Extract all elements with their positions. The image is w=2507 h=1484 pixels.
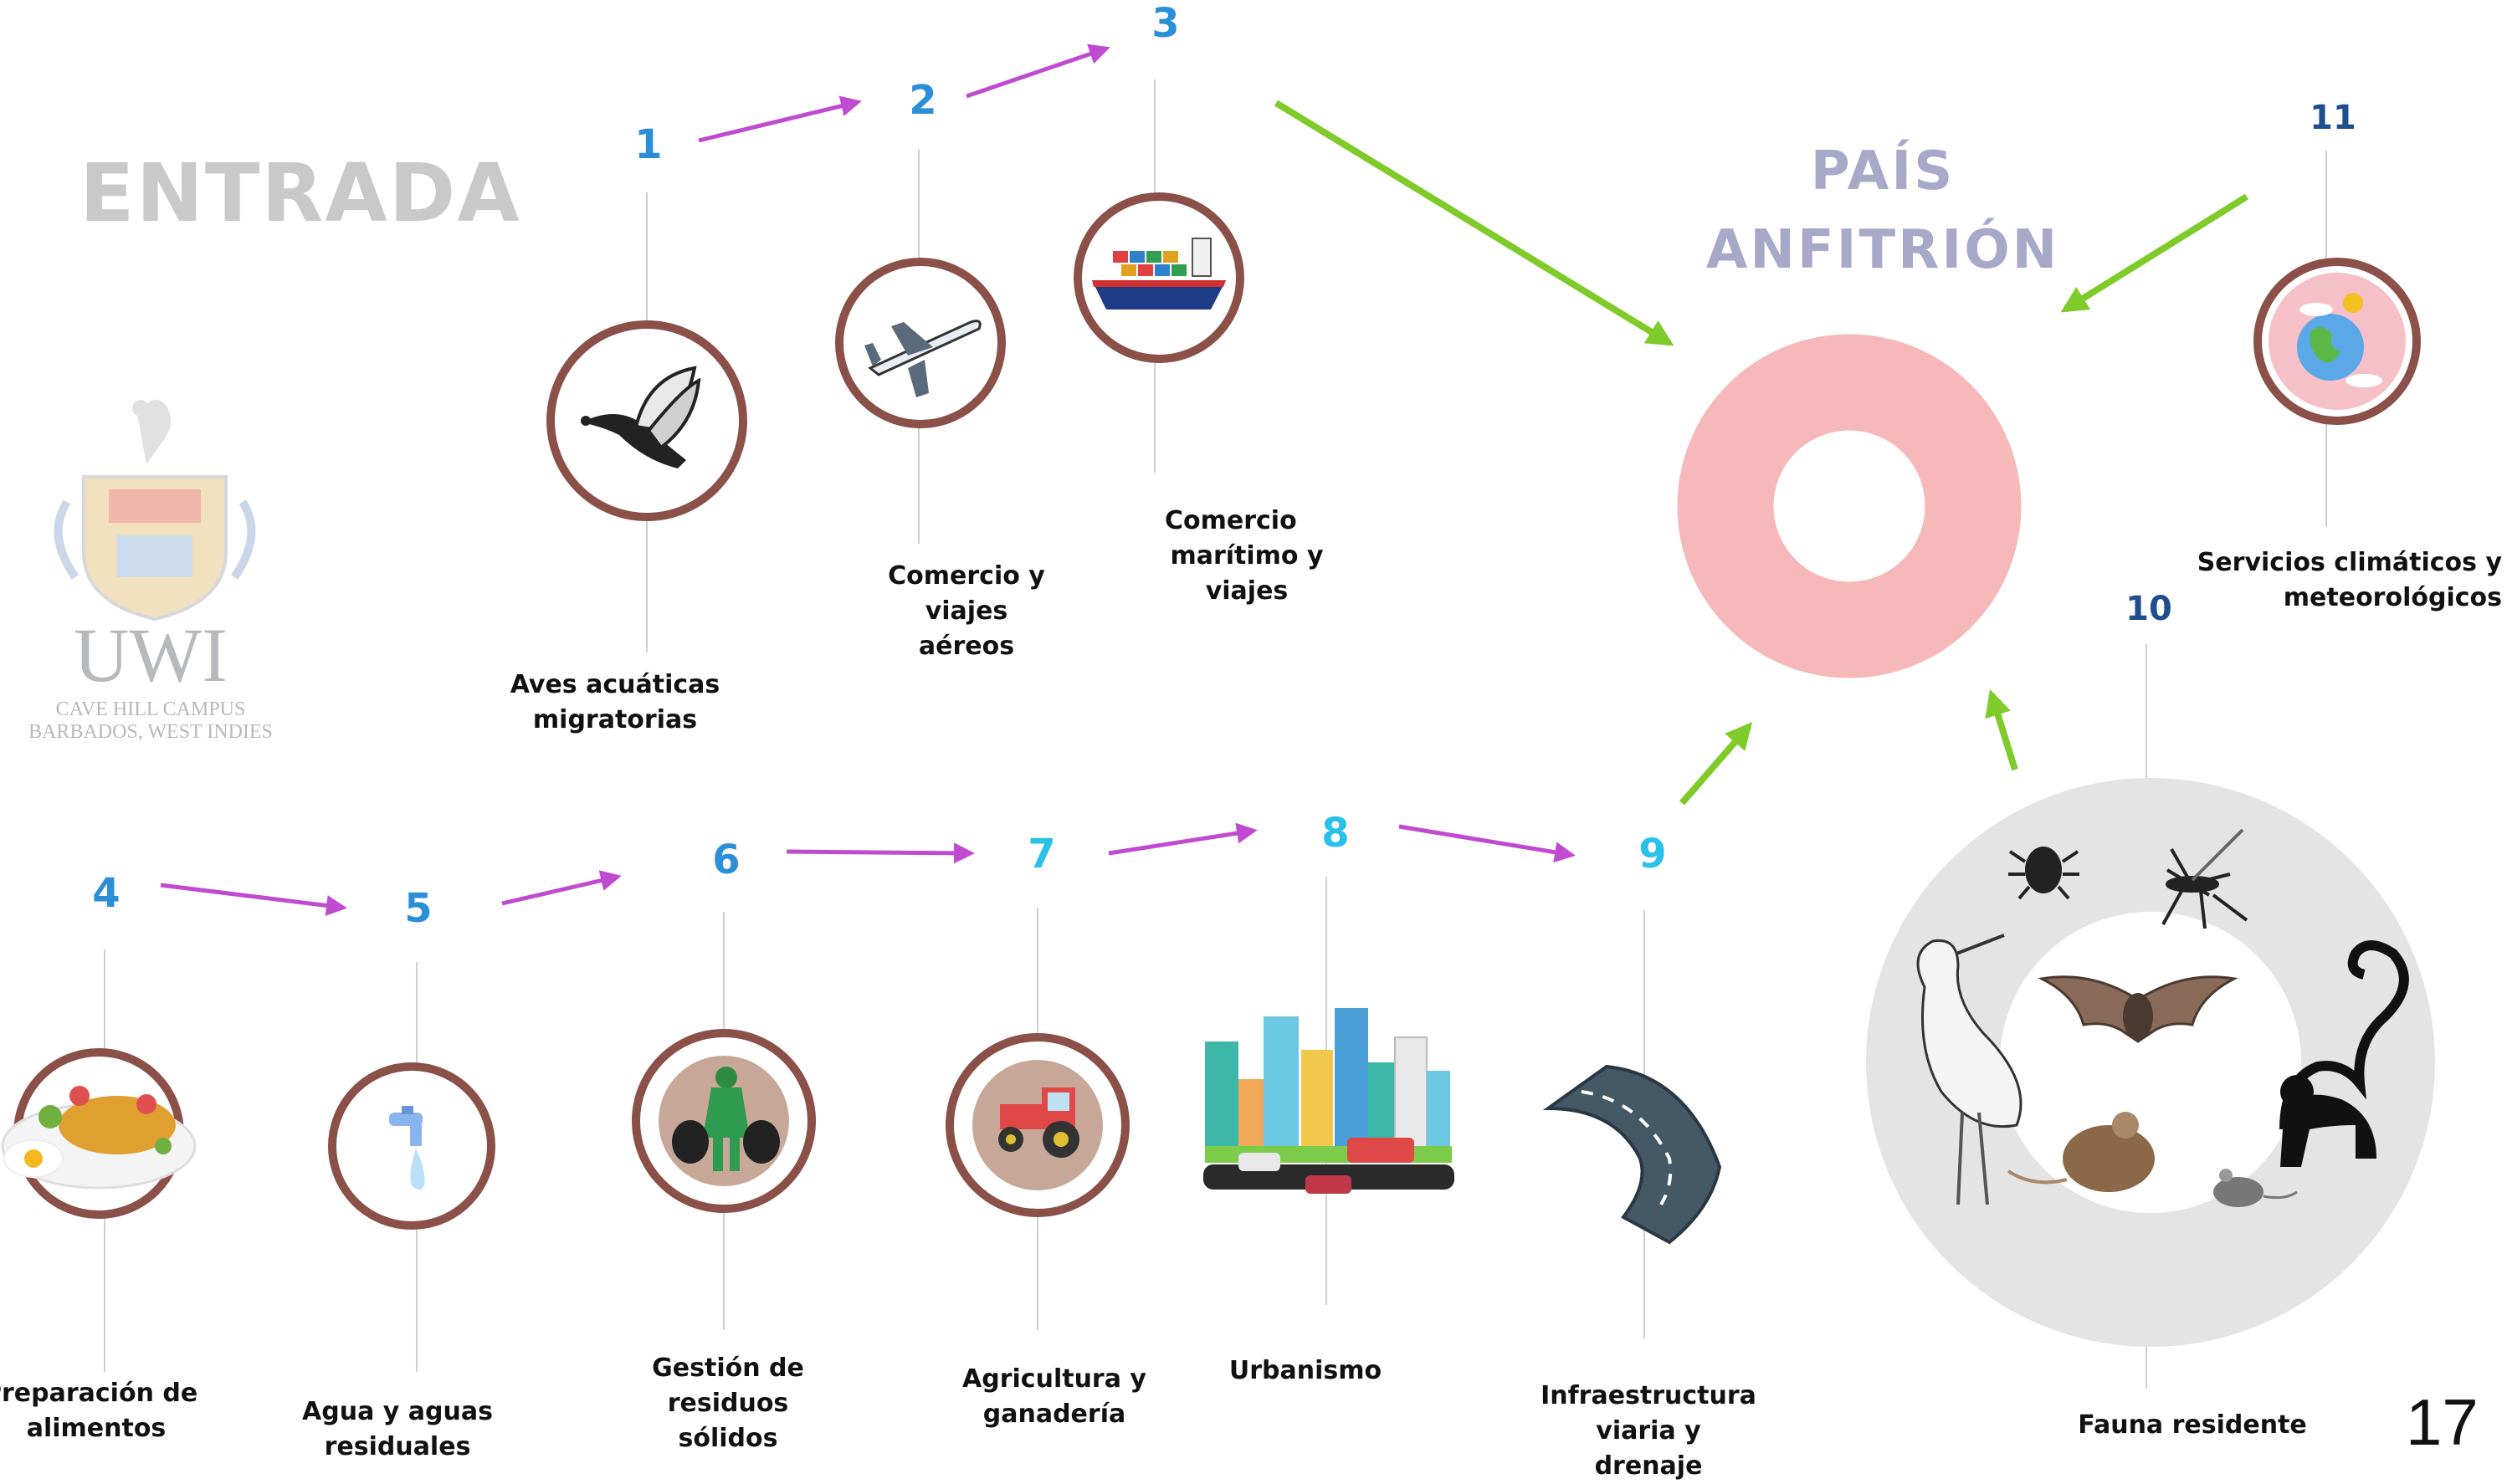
label-line: residuos [667, 1389, 789, 1418]
label-node-11: Servicios climáticos y meteorológicos [2167, 545, 2502, 616]
node-number-10: 10 [2125, 590, 2172, 628]
city-icon [1203, 1008, 1454, 1194]
label-line: Gestión de [652, 1354, 804, 1383]
node-number-9: 9 [1638, 831, 1667, 878]
uwi-crest-icon [54, 399, 256, 622]
label-line: alimentos [26, 1414, 167, 1443]
label-line: marítimo y [1170, 541, 1324, 571]
monkey-icon [2279, 940, 2409, 1167]
mouse-icon [2213, 1169, 2298, 1207]
label-line: Agua y aguas [302, 1397, 493, 1426]
label-node-3: Comercio marítimo y viajes [1113, 504, 1381, 609]
node-number-6: 6 [712, 837, 741, 883]
label-node-6: Gestión de residuos sólidos [602, 1351, 854, 1456]
label-node-7: Agricultura y ganadería [929, 1362, 1180, 1432]
host-arrows [1274, 100, 2249, 806]
label-line: viaria y [1596, 1416, 1701, 1446]
node-number-3: 3 [1151, 0, 1180, 47]
host-title: PAÍS ANFITRIÓN [1682, 132, 2084, 289]
label-line: viajes [925, 596, 1008, 626]
node-number-4: 4 [92, 870, 120, 917]
label-line: Agricultura y [962, 1364, 1146, 1394]
label-node-4: Preparación de alimentos [0, 1376, 198, 1446]
label-line: drenaje [1594, 1451, 1703, 1481]
node-number-2: 2 [909, 77, 937, 124]
label-line: Preparación de [0, 1379, 198, 1408]
airplane-icon [864, 320, 982, 397]
bat-icon [2038, 975, 2238, 1043]
host-title-line: ANFITRIÓN [1705, 219, 2060, 281]
tick-icon [2008, 847, 2079, 900]
label-line: aéreos [918, 632, 1015, 661]
goose-icon [581, 366, 701, 468]
label-line: Comercio [1165, 506, 1297, 535]
sequence-arrows [160, 43, 1576, 916]
node-number-8: 8 [1321, 810, 1350, 857]
globe-weather-icon [2269, 273, 2406, 410]
mosquito-icon [2161, 828, 2248, 929]
label-line: Comercio y [888, 561, 1045, 591]
label-line: migratorias [532, 705, 698, 734]
heron-icon [1916, 934, 2023, 1205]
waste-worker-icon [659, 1056, 789, 1186]
label-line: Urbanismo [1228, 1356, 1382, 1385]
label-line: Servicios climáticos y [2197, 548, 2502, 577]
label-line: meteorológicos [2283, 583, 2502, 612]
water-tap-icon [389, 1106, 425, 1190]
label-line: residuales [324, 1432, 471, 1461]
label-line: viajes [1205, 576, 1289, 606]
road-icon [1542, 1064, 1722, 1245]
tractor-icon [972, 1060, 1103, 1190]
node-number-1: 1 [634, 121, 663, 168]
uwi-logo-line1: CAVE HILL CAMPUS [55, 699, 246, 720]
label-node-8: Urbanismo [1180, 1354, 1431, 1389]
cargo-ship-icon [1092, 238, 1226, 310]
node-number-7: 7 [1028, 831, 1056, 878]
label-node-1: Aves acuáticas migratorias [477, 668, 753, 738]
node-number-5: 5 [404, 885, 433, 932]
host-title-line: PAÍS [1810, 141, 1956, 202]
host-country-ring [1677, 334, 2022, 678]
page-number: 17 [2406, 1385, 2479, 1459]
label-line: Aves acuáticas [510, 670, 720, 699]
label-line: sólidos [678, 1424, 778, 1453]
label-line: Fauna residente [2078, 1410, 2307, 1440]
uwi-logo-name: UWI [74, 612, 228, 698]
label-node-10: Fauna residente [2058, 1408, 2326, 1443]
label-node-2: Comercio y viajes aéreos [837, 559, 1096, 664]
label-line: Infraestructura [1541, 1381, 1756, 1410]
label-node-5: Agua y aguas residuales [276, 1394, 519, 1465]
rat-icon [2007, 1112, 2155, 1192]
uwi-logo-line2: BARBADOS, WEST INDIES [28, 721, 273, 743]
food-plate-icon [1, 1086, 197, 1190]
entry-title: ENTRADA [79, 146, 521, 240]
label-line: ganadería [982, 1400, 1126, 1429]
label-node-9: Infraestructura viaria y drenaje [1515, 1379, 1782, 1484]
node-number-11: 11 [2310, 99, 2356, 137]
